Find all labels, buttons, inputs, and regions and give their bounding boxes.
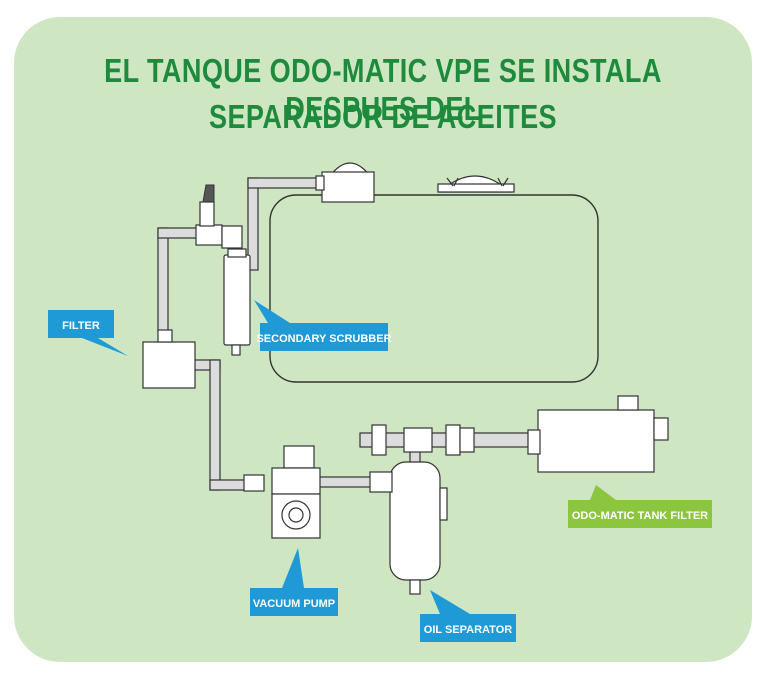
oil-separator — [369, 461, 448, 595]
vacuum-pump — [243, 445, 321, 539]
callout-filter-text: FILTER — [62, 320, 100, 332]
callout-filter: FILTER — [48, 310, 128, 356]
callout-secondary-scrubber-text: SECONDARY SCRUBBER — [256, 333, 391, 345]
secondary-scrubber — [223, 248, 251, 356]
callout-odo-matic-tank-filter: ODO-MATIC TANK FILTER — [568, 485, 712, 528]
callout-oil-separator: OIL SEPARATOR — [420, 590, 516, 642]
valve-tee — [195, 184, 243, 249]
callout-oil-separator-text: OIL SEPARATOR — [424, 624, 512, 636]
title-line-2: SEPARADOR DE ACEITES — [208, 98, 557, 135]
main-tank — [269, 194, 599, 383]
callout-vacuum-pump-text: VACUUM PUMP — [253, 598, 335, 610]
callout-secondary-scrubber: SECONDARY SCRUBBER — [254, 300, 392, 351]
title-line-1: EL TANQUE ODO-MATIC VPE SE INSTALA DESPU… — [104, 52, 662, 127]
callout-vacuum-pump: VACUUM PUMP — [250, 548, 338, 616]
odo-matic-tank-filter — [527, 395, 669, 473]
inline-valves — [371, 424, 475, 456]
pipe-filter-to-valve — [157, 227, 201, 333]
tank-head-fitting — [315, 162, 375, 203]
callout-odo-matic-tank-filter-text: ODO-MATIC TANK FILTER — [572, 510, 708, 522]
pipe-filter-to-pump — [191, 359, 247, 491]
filter — [142, 329, 196, 389]
tank-top-dome — [437, 175, 515, 193]
